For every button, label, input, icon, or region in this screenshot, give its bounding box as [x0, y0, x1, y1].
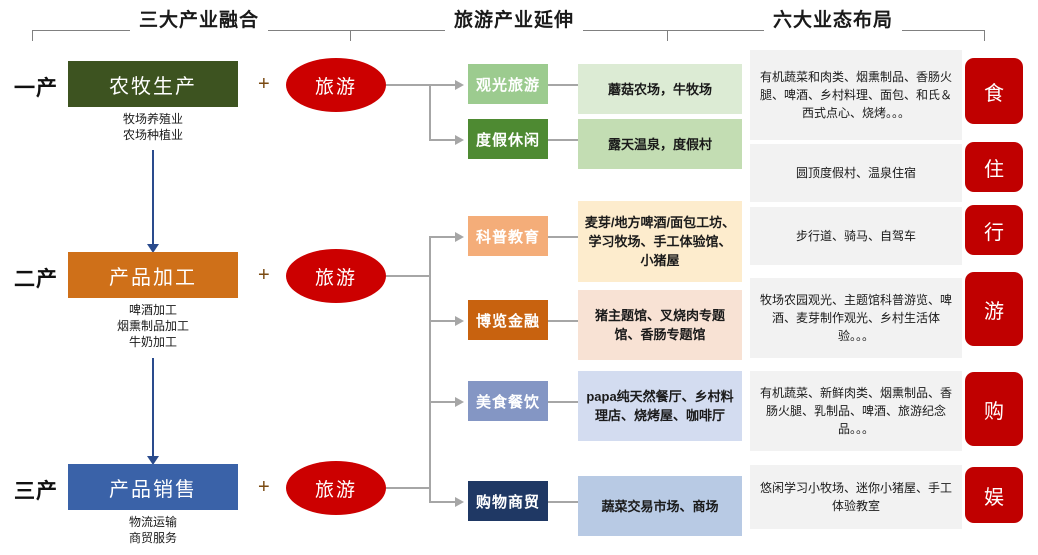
tourism-ellipse-primary[interactable]: 旅游	[286, 58, 386, 112]
business-badge-entertainment[interactable]: 娱	[965, 467, 1023, 523]
arrowhead-shopping-trade	[455, 497, 464, 507]
arrowhead-resort	[455, 135, 464, 145]
detail-box-shopping-trade: 蔬菜交易市场、商场	[578, 476, 742, 536]
connector-chip-detail-6	[548, 501, 579, 503]
plus-sign-tertiary: +	[258, 476, 270, 498]
business-desc-entertainment: 悠闲学习小牧场、迷你小猪屋、手工体验教室	[750, 465, 962, 529]
flow-arrowhead-secondary	[147, 244, 159, 253]
detail-box-food-dining: papa纯天然餐厅、乡村料理店、烧烤屋、咖啡厅	[578, 371, 742, 441]
arrowhead-sightseeing	[455, 80, 464, 90]
detail-box-expo-finance: 猪主题馆、叉烧肉专题馆、香肠专题馆	[578, 290, 742, 360]
production-sub-secondary: 啤酒加工 烟熏制品加工 牛奶加工	[116, 303, 189, 349]
flow-connector-secondary-to-tertiary	[152, 358, 154, 457]
business-badge-travel[interactable]: 行	[965, 205, 1023, 255]
production-box-secondary[interactable]: 产品加工	[68, 252, 238, 298]
connector-shared-bus	[429, 236, 431, 502]
tourism-ellipse-tertiary[interactable]: 旅游	[286, 461, 386, 515]
business-badge-stay[interactable]: 住	[965, 142, 1023, 192]
connector-chip-detail-1	[548, 84, 579, 86]
business-desc-food: 有机蔬菜和肉类、烟熏制品、香肠火腿、啤酒、乡村料理、面包、和氏＆西式点心、烧烤。…	[750, 50, 962, 140]
connector-primary-branch-2	[429, 139, 456, 141]
business-desc-travel: 步行道、骑马、自驾车	[750, 207, 962, 265]
business-badge-shopping[interactable]: 购	[965, 372, 1023, 446]
category-chip-resort[interactable]: 度假休闲	[468, 119, 548, 159]
detail-box-sightseeing: 蘑菇农场，牛牧场	[578, 64, 742, 114]
connector-chip-detail-5	[548, 401, 579, 403]
connector-branch-dining	[429, 401, 456, 403]
plus-sign-secondary: +	[258, 264, 270, 286]
connector-primary-branch-1	[429, 84, 456, 86]
stage-label-primary: 一产	[14, 77, 58, 100]
header-tick-right	[984, 30, 985, 41]
category-chip-science-education[interactable]: 科普教育	[468, 216, 548, 256]
arrowhead-science-education	[455, 232, 464, 242]
category-chip-shopping-trade[interactable]: 购物商贸	[468, 481, 548, 521]
tourism-ellipse-secondary[interactable]: 旅游	[286, 249, 386, 303]
connector-primary-stem	[386, 84, 430, 86]
production-box-tertiary[interactable]: 产品销售	[68, 464, 238, 510]
header-tick-mid-2	[667, 30, 668, 41]
business-badge-tour[interactable]: 游	[965, 272, 1023, 346]
category-chip-sightseeing[interactable]: 观光旅游	[468, 64, 548, 104]
stage-label-tertiary: 三产	[14, 480, 58, 503]
business-desc-tour: 牧场农园观光、主题馆科普游览、啤酒、麦芽制作观光、乡村生活体验。。。	[750, 278, 962, 358]
category-chip-food-dining[interactable]: 美食餐饮	[468, 381, 548, 421]
production-sub-tertiary: 物流运输 商贸服务	[128, 515, 177, 545]
connector-chip-detail-3	[548, 236, 579, 238]
connector-secondary-stem	[386, 275, 430, 277]
connector-branch-expo	[429, 320, 456, 322]
connector-branch-science	[429, 236, 456, 238]
business-desc-stay: 圆顶度假村、温泉住宿	[750, 144, 962, 202]
header-tick-left	[32, 30, 33, 41]
connector-chip-detail-2	[548, 139, 579, 141]
connector-tertiary-stem	[386, 487, 430, 489]
section-title-industry-integration: 三大产业融合	[130, 9, 269, 33]
detail-box-science-education: 麦芽/地方啤酒/面包工坊、学习牧场、手工体验馆、小猪屋	[578, 201, 742, 282]
arrowhead-food-dining	[455, 397, 464, 407]
section-title-tourism-extension: 旅游产业延伸	[445, 9, 584, 33]
flow-connector-primary-to-secondary	[152, 150, 154, 245]
plus-sign-primary: +	[258, 73, 270, 95]
section-title-business-layout: 六大业态布局	[764, 9, 903, 33]
arrowhead-expo-finance	[455, 316, 464, 326]
flow-arrowhead-tertiary	[147, 456, 159, 465]
business-desc-shopping: 有机蔬菜、新鲜肉类、烟熏制品、香肠火腿、乳制品、啤酒、旅游纪念品。。。	[750, 371, 962, 451]
connector-primary-bus	[429, 84, 431, 140]
business-badge-food[interactable]: 食	[965, 58, 1023, 124]
production-box-primary[interactable]: 农牧生产	[68, 61, 238, 107]
stage-label-secondary: 二产	[14, 268, 58, 291]
production-sub-primary: 牧场养殖业 农场种植业	[122, 112, 183, 142]
connector-chip-detail-4	[548, 320, 579, 322]
connector-branch-shopping	[429, 501, 456, 503]
header-tick-mid-1	[350, 30, 351, 41]
detail-box-resort: 露天温泉，度假村	[578, 119, 742, 169]
category-chip-expo-finance[interactable]: 博览金融	[468, 300, 548, 340]
